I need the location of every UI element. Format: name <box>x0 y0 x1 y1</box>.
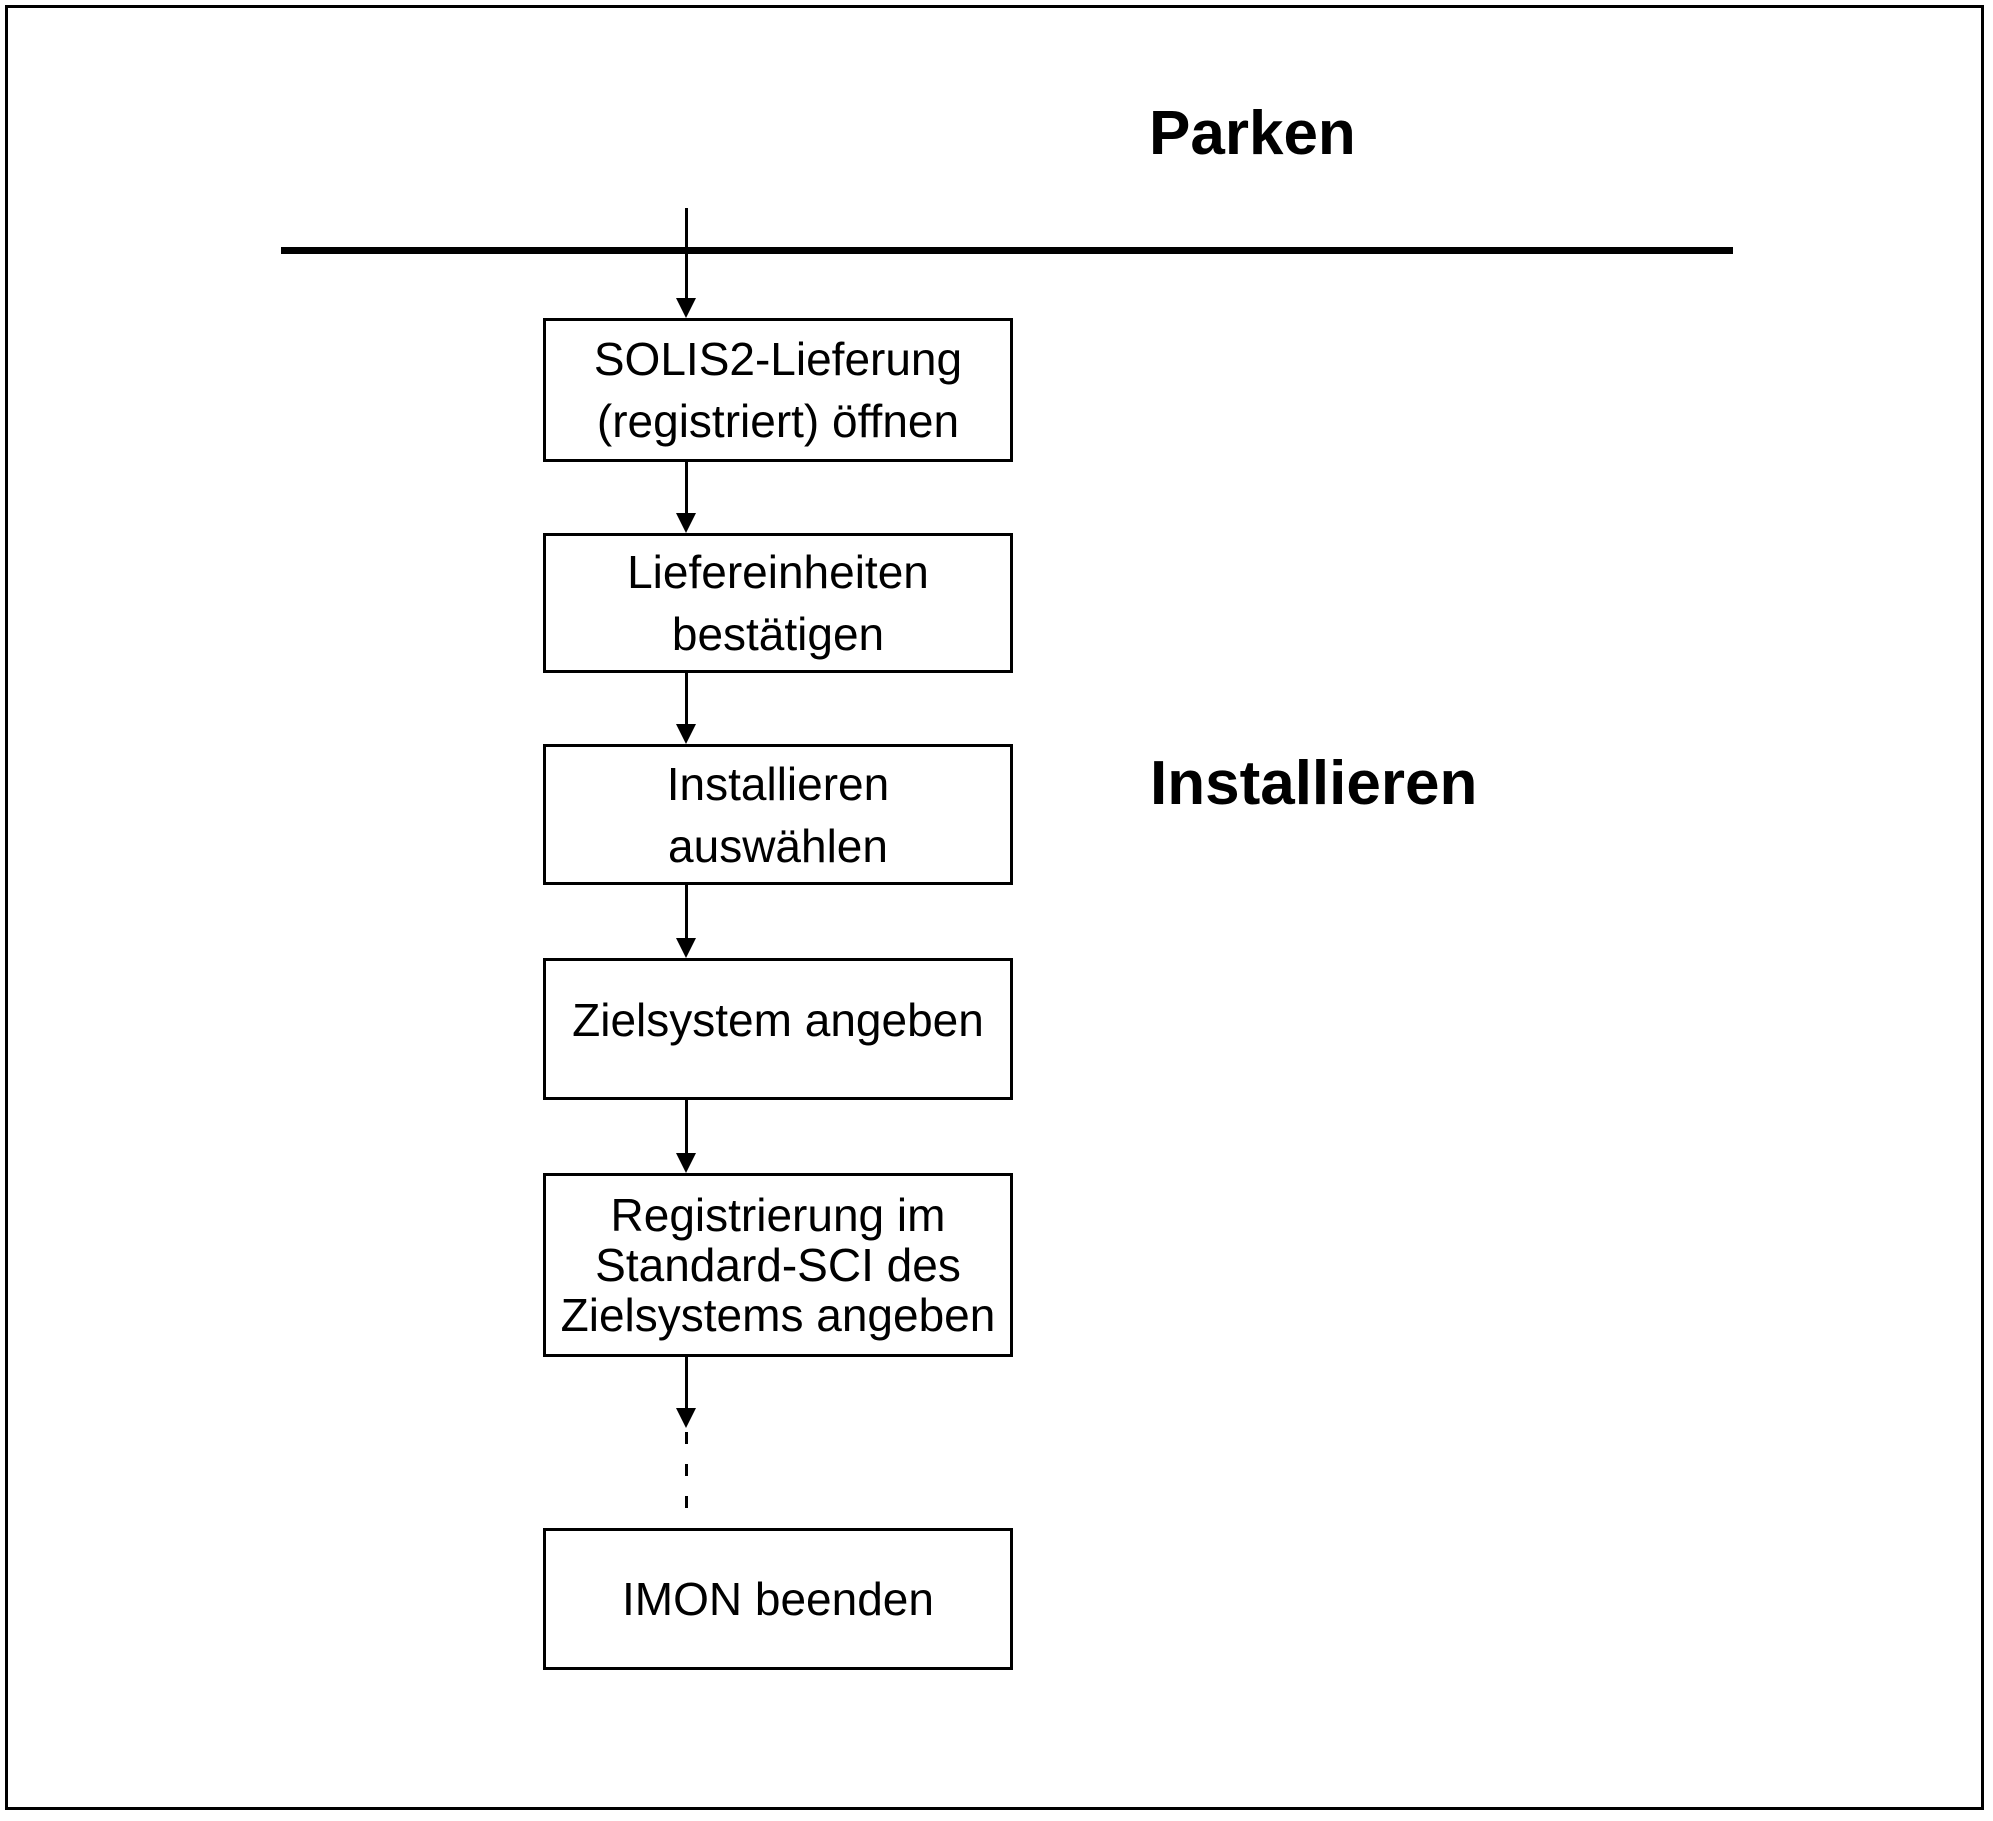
flow-step-label-line: auswählen <box>668 819 888 872</box>
flow-step-liefereinheiten-bestaetigen: Liefereinheiten bestätigen <box>543 533 1013 673</box>
arrow-down-icon <box>676 513 696 533</box>
flow-step-label-line: Zielsystem angeben <box>572 994 984 1046</box>
flow-step-zielsystem-angeben: Zielsystem angeben <box>543 958 1013 1100</box>
connector-line-3 <box>685 885 688 939</box>
flow-step-label-line: Installieren <box>666 757 890 810</box>
flow-step-imon-beenden: IMON beenden <box>543 1528 1013 1670</box>
connector-line-dashed <box>685 1432 688 1528</box>
flow-step-label-line: IMON beenden <box>622 1573 934 1625</box>
connector-line-4 <box>685 1100 688 1154</box>
phase-heading-installieren: Installieren <box>1150 749 1478 818</box>
phase-separator-line <box>281 247 1733 254</box>
arrow-down-icon <box>676 1408 696 1428</box>
flow-step-label-line: SOLIS2-Lieferung <box>593 333 963 385</box>
flow-step-registrierung-standard-sci: Registrierung im Standard-SCI des Zielsy… <box>543 1173 1013 1357</box>
flow-step-label-line: Standard-SCI des <box>595 1239 961 1291</box>
connector-line-1 <box>685 462 688 514</box>
arrow-down-icon <box>676 298 696 318</box>
flow-step-label-line: bestätigen <box>671 608 885 660</box>
arrow-down-icon <box>676 1153 696 1173</box>
flow-step-label-line: Zielsystems angeben <box>560 1289 996 1341</box>
flow-step-installieren-auswaehlen: Installieren auswählen <box>543 744 1013 885</box>
flow-step-solis2-lieferung-oeffnen: SOLIS2-Lieferung (registriert) öffnen <box>543 318 1013 462</box>
connector-line-5 <box>685 1357 688 1409</box>
flow-step-label-line: (registriert) öffnen <box>596 395 960 447</box>
flow-step-label-line: Liefereinheiten <box>627 546 929 598</box>
connector-line-top <box>685 208 688 300</box>
flow-step-label-line: Registrierung im <box>610 1189 946 1241</box>
phase-heading-parken: Parken <box>1149 99 1356 168</box>
arrow-down-icon <box>676 724 696 744</box>
connector-line-2 <box>685 673 688 725</box>
arrow-down-icon <box>676 938 696 958</box>
